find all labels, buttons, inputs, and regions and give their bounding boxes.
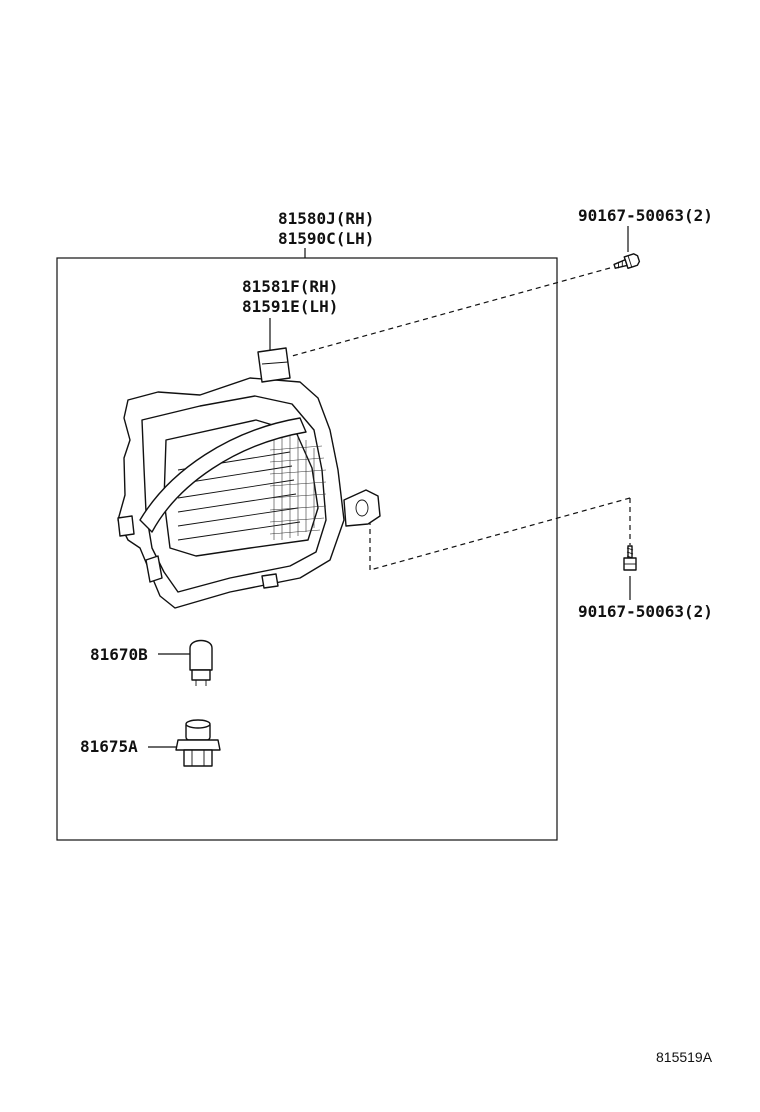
screw-bottom-dashline [369,497,631,571]
assembly-frame [56,257,558,841]
figure-reference: 815519A [656,1049,713,1065]
screw-bottom-icon[interactable] [623,545,637,571]
label-screw-top[interactable]: 90167-50063(2) [578,206,713,225]
label-socket[interactable]: 81675A [80,737,138,756]
screw-top-dashline [291,267,611,357]
label-bulb[interactable]: 81670B [90,645,148,664]
socket-icon[interactable] [175,719,221,767]
bulb-icon[interactable] [189,639,213,687]
screw-top-icon[interactable] [613,253,641,272]
label-lens-rh[interactable]: 81581F(RH) [242,277,338,296]
turn-signal-lamp-icon[interactable] [117,347,381,609]
label-assembly-lh[interactable]: 81590C(LH) [278,229,374,248]
label-screw-bottom[interactable]: 90167-50063(2) [578,602,713,621]
label-assembly-rh[interactable]: 81580J(RH) [278,209,374,228]
label-lens-lh[interactable]: 81591E(LH) [242,297,338,316]
